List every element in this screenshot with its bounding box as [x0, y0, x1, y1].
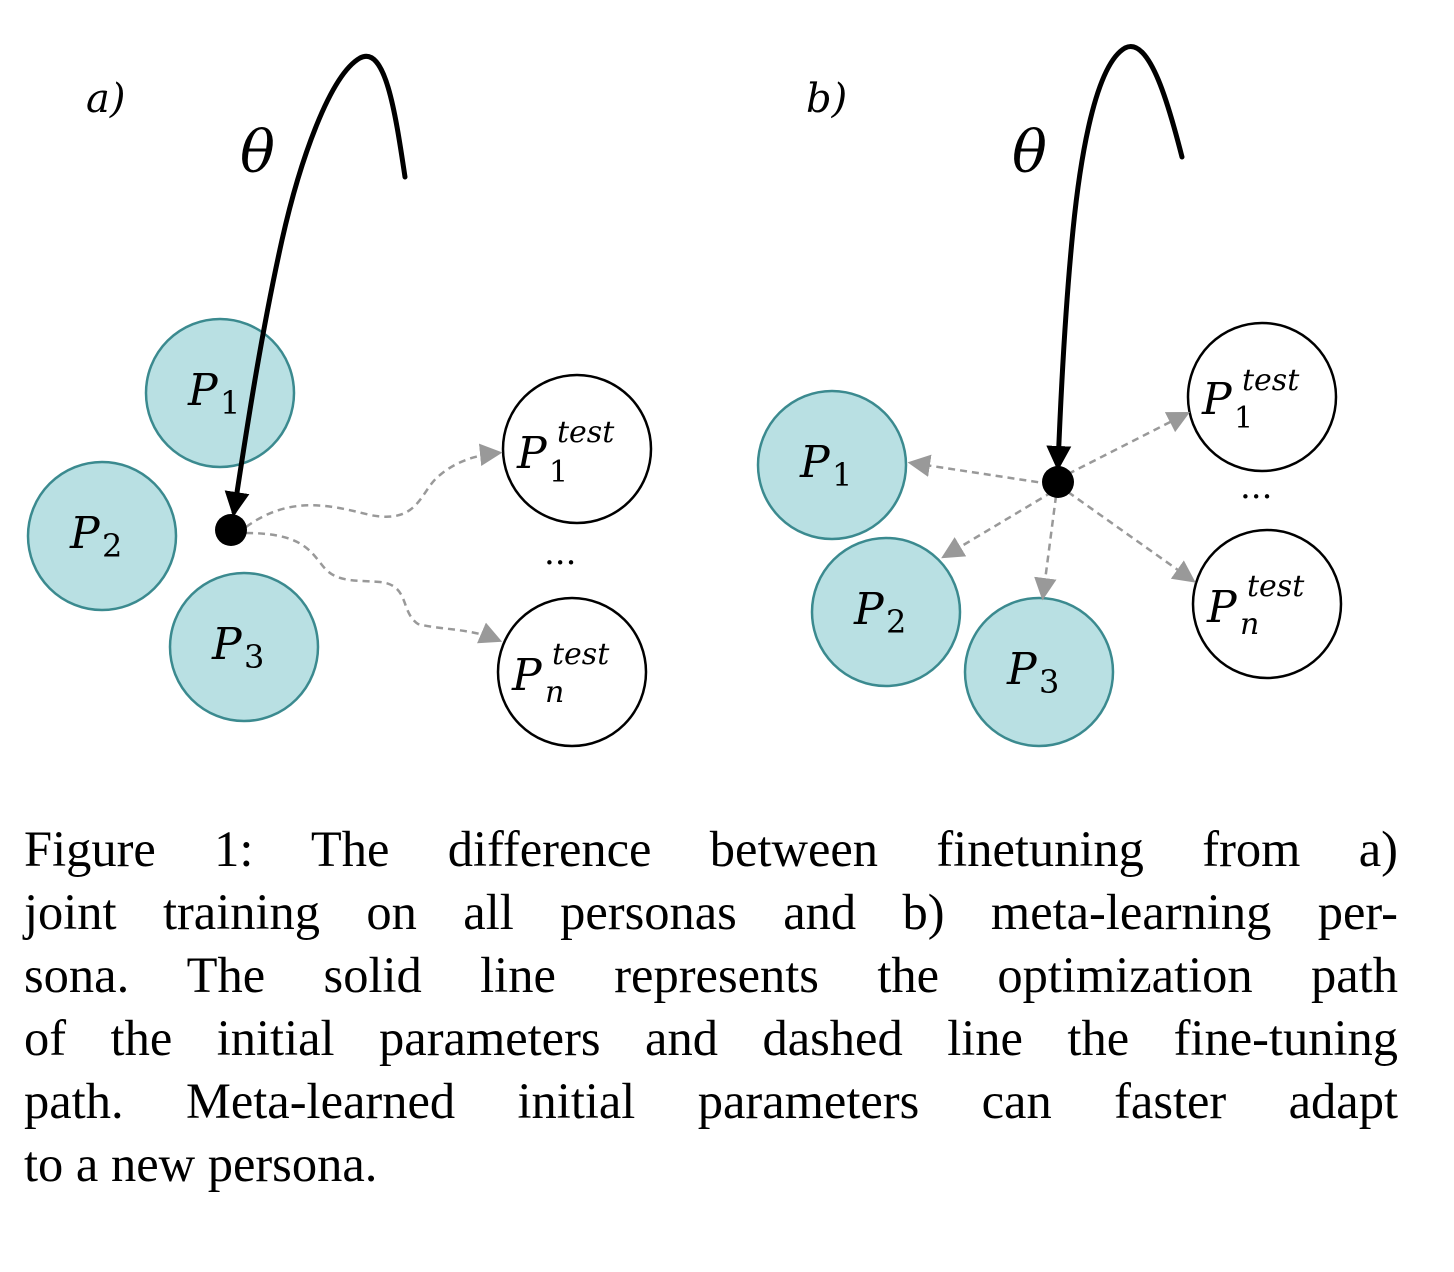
node-subscript: n	[1240, 607, 1259, 642]
panel-a-node-p2: P 2	[26, 460, 178, 612]
panel-a-init-point	[215, 514, 247, 546]
panel-b-dashed-to-p1	[907, 454, 1051, 486]
panel-b-node-p3: P 3	[963, 596, 1115, 748]
panel-a-node-p3: P 3	[168, 571, 320, 723]
panel-a-optimization-path	[224, 53, 408, 517]
figure-caption: Figure 1: The difference between finetun…	[24, 818, 1398, 1196]
panel-b-theta: θ	[1012, 118, 1047, 186]
panel-b-node-p2: P 2	[810, 536, 962, 688]
panel-b-optimization-path	[1046, 44, 1185, 471]
node-subscript: 1	[832, 456, 852, 494]
node-base-letter: P	[516, 428, 548, 479]
panel-b-dashed-to-test-n	[1067, 490, 1196, 583]
node-subscript: 2	[102, 527, 122, 565]
panel-b-node-p1: P 1	[756, 389, 908, 541]
caption-line: path. Meta-learned initial parameters ca…	[24, 1073, 1398, 1129]
node-superscript: test	[1247, 569, 1305, 604]
node-base-letter: P	[187, 365, 219, 416]
caption-line: of the initial parameters and dashed lin…	[24, 1010, 1398, 1066]
caption-line: to a new persona.	[24, 1136, 378, 1192]
node-base-letter: P	[511, 650, 543, 701]
caption-line: joint training on all personas and b) me…	[24, 884, 1398, 940]
panel-b: b) P 1 P 2 P 3 P test 1 P test n	[756, 44, 1343, 748]
caption-line: sona. The solid line represents the opti…	[24, 947, 1398, 1003]
node-base-letter: P	[799, 437, 831, 488]
panel-a-theta: θ	[240, 118, 275, 186]
node-base-letter: P	[1206, 582, 1238, 633]
panel-b-node-test-1: P test 1	[1186, 321, 1338, 473]
node-base-letter: P	[211, 619, 243, 670]
panel-a-node-p1: P 1	[144, 317, 296, 469]
panel-a-dashed-path-test-n	[245, 531, 503, 644]
panel-a-node-test-1: P test 1	[501, 373, 653, 525]
panel-a-dashed-path-test-1	[245, 443, 503, 529]
node-base-letter: P	[853, 584, 885, 635]
panel-b-dashed-to-test-1	[1067, 411, 1191, 476]
node-subscript: 3	[244, 638, 264, 676]
node-subscript: 1	[220, 384, 240, 422]
node-subscript: 2	[886, 603, 906, 641]
node-base-letter: P	[69, 508, 101, 559]
panel-a-node-test-n: P test n	[496, 596, 648, 748]
panel-a: a) P 1 P 2 P 3 P test 1 P test n	[26, 53, 653, 748]
node-superscript: test	[1242, 363, 1300, 398]
node-subscript: 1	[1234, 401, 1253, 436]
caption-line: Figure 1: The difference between finetun…	[24, 821, 1398, 877]
node-base-letter: P	[1201, 374, 1233, 425]
panel-a-ellipsis: ...	[544, 533, 576, 573]
panel-b-label: b)	[806, 76, 847, 122]
node-base-letter: P	[1006, 644, 1038, 695]
node-subscript: 1	[549, 455, 568, 490]
node-subscript: n	[545, 675, 564, 710]
panel-b-dashed-to-p2	[941, 490, 1053, 559]
figure-diagram: a) P 1 P 2 P 3 P test 1 P test n	[26, 44, 1343, 748]
panel-a-label: a)	[86, 76, 125, 122]
node-superscript: test	[552, 637, 610, 672]
panel-b-ellipsis: ...	[1240, 467, 1272, 507]
node-subscript: 3	[1039, 663, 1059, 701]
node-superscript: test	[557, 415, 615, 450]
panel-b-dashed-to-p3	[1034, 495, 1058, 601]
panel-b-init-point	[1042, 466, 1074, 498]
panel-b-node-test-n: P test n	[1191, 528, 1343, 680]
